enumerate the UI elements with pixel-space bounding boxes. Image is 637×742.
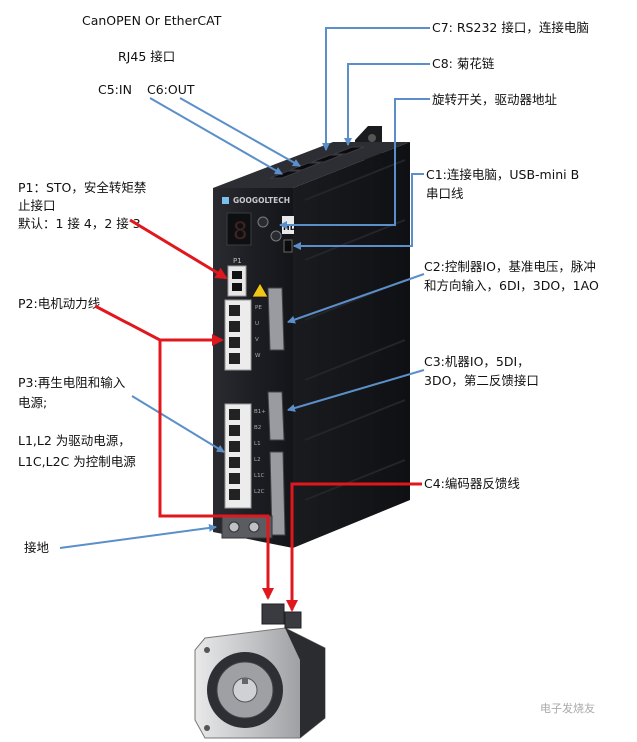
usb-mini-port — [283, 239, 293, 253]
rotary-switch-2 — [270, 230, 282, 242]
label-rotary-switch: 旋转开关，驱动器地址 — [432, 92, 558, 107]
svg-text:L1C: L1C — [254, 473, 265, 479]
label-p1-line3: 默认：1 接 4，2 接 3 — [18, 216, 141, 231]
arrow-c2 — [287, 273, 425, 324]
arrow-c7 — [322, 27, 430, 151]
label-c8: C8: 菊花链 — [432, 56, 495, 71]
arrow-c4-encoder — [286, 482, 422, 612]
hd-logo-text: HD — [283, 223, 297, 232]
display-digit: 8 — [233, 217, 247, 245]
svg-text:U: U — [255, 321, 259, 327]
arrow-c8 — [344, 63, 430, 146]
warning-icon — [251, 282, 269, 298]
motor-body-side — [285, 628, 325, 738]
label-c5: C5:IN — [98, 82, 132, 97]
c4-dsub-connector — [269, 451, 286, 536]
label-c3-line2: 3DO，第二反馈接口 — [424, 373, 539, 388]
svg-text:W: W — [255, 353, 261, 359]
svg-text:L1: L1 — [254, 441, 261, 447]
drive-side-face — [293, 142, 410, 548]
c2-dsub-connector — [267, 287, 285, 351]
arrow-p3 — [131, 395, 225, 453]
seven-segment-display — [226, 212, 252, 246]
label-p3-line1: P3:再生电阻和输入 — [18, 375, 126, 390]
label-p1-line1: P1：STO，安全转矩禁 — [18, 180, 147, 195]
motor-encoder-connector — [284, 611, 302, 629]
arrow-ground — [59, 523, 217, 549]
arrow-c5 — [149, 97, 283, 175]
label-c1-line2: 串口线 — [426, 186, 464, 201]
arrow-p1 — [129, 218, 228, 280]
svg-text:V: V — [255, 337, 259, 343]
terminal-marks: PE U V W B1+ B2 L1 L2 L1C L2C — [254, 305, 266, 495]
p1-connector — [227, 265, 247, 297]
p1-socket-top — [232, 271, 242, 279]
blue-arrows — [59, 27, 430, 549]
watermark: 电子发烧友 — [540, 702, 595, 715]
label-rj45: RJ45 接口 — [118, 49, 176, 64]
p3-terminals — [229, 409, 240, 500]
label-p1-line2: 止接口 — [18, 198, 56, 213]
shaft-key — [242, 678, 248, 684]
side-vents — [304, 159, 406, 501]
rotary-switch-1 — [257, 216, 269, 228]
ground-screw-2 — [248, 521, 260, 533]
arrow-p2-power — [94, 304, 274, 600]
p2-terminals — [229, 305, 240, 364]
servo-drive: GOOGOLTECH 8 HD P1 — [213, 126, 410, 548]
label-c2-line1: C2:控制器IO，基准电压，脉冲 — [424, 259, 596, 274]
flange-hole-1 — [204, 647, 210, 653]
c3-dsub-connector — [267, 391, 285, 441]
svg-text:B1+: B1+ — [254, 409, 266, 415]
motor-power-connector — [261, 603, 285, 625]
label-c7: C7: RS232 接口，连接电脑 — [432, 20, 589, 35]
label-c6: C6:OUT — [147, 82, 195, 97]
plate-p1: P1 — [233, 257, 242, 265]
red-arrows — [94, 218, 422, 612]
ground-screw-1 — [228, 521, 240, 533]
svg-text:PE: PE — [255, 305, 262, 311]
arrow-rotary — [279, 98, 430, 229]
mount-hole — [368, 134, 376, 142]
label-c4: C4:编码器反馈线 — [424, 476, 520, 491]
arrow-c3 — [287, 369, 425, 412]
p1-socket-bottom — [232, 283, 242, 291]
svg-text:B2: B2 — [254, 425, 261, 431]
label-p2: P2:电机动力线 — [18, 296, 101, 311]
label-l1-l2: L1,L2 为驱动电源， — [18, 433, 131, 448]
label-ground: 接地 — [24, 540, 50, 555]
servo-motor — [194, 603, 326, 739]
label-c1-line1: C1:连接电脑，USB-mini B — [426, 167, 580, 182]
brand-text: GOOGOLTECH — [233, 196, 290, 205]
label-l1c-l2c: L1C,L2C 为控制电源 — [18, 454, 136, 469]
label-p3-line2: 电源; — [18, 395, 48, 410]
rj45-ports — [269, 146, 365, 179]
brand-logo-icon — [222, 197, 229, 204]
flange-hole-2 — [204, 725, 210, 731]
label-c2-line2: 和方向输入，6DI，3DO，1AO — [424, 278, 599, 293]
svg-text:L2C: L2C — [254, 489, 265, 495]
arrow-c1 — [293, 173, 424, 250]
arrow-c6 — [179, 97, 301, 167]
svg-text:L2: L2 — [254, 457, 261, 463]
label-c3-line1: C3:机器IO，5DI， — [424, 354, 530, 369]
label-canopen: CanOPEN Or EtherCAT — [82, 13, 222, 28]
